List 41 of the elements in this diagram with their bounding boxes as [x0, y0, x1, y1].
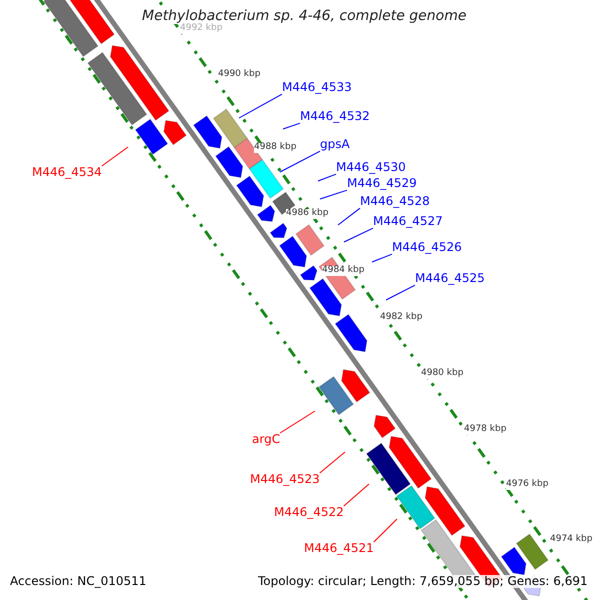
gene-label: M446_4528	[360, 195, 430, 208]
gene-label: argC	[252, 433, 280, 446]
genome-summary-text: Topology: circular; Length: 7,659,055 bp; Genes: 6,691	[258, 575, 588, 588]
tick-label: 4974 kbp	[550, 535, 592, 545]
leader-line	[280, 410, 316, 434]
leader-line	[343, 484, 370, 506]
gene-label: M446_4525	[415, 272, 485, 286]
leader-line	[320, 190, 348, 200]
leader-line	[338, 208, 360, 226]
gene-label: M446_4527	[373, 215, 443, 228]
tick-label: 4984 kbp	[322, 266, 364, 276]
tick-label: 4992 kbp	[180, 24, 222, 34]
leader-line	[280, 150, 320, 172]
leader-line	[318, 174, 336, 182]
tick-label: 4978 kbp	[464, 425, 506, 435]
gene-label: M446_4523	[250, 473, 320, 486]
gene-label: M446_4521	[304, 542, 374, 556]
leader-line	[238, 94, 282, 118]
tick-label: 4988 kbp	[254, 143, 296, 153]
tick-label: 4990 kbp	[218, 70, 260, 80]
tick-label: 4986 kbp	[286, 209, 328, 219]
leader-line	[373, 518, 398, 542]
gene-label: M446_4529	[347, 177, 417, 190]
gene-label: gpsA	[320, 138, 350, 152]
leader-line	[319, 452, 346, 474]
leader-line	[101, 146, 128, 166]
leader-line	[372, 254, 392, 262]
tick-label: 4980 kbp	[421, 369, 464, 379]
leader-line	[282, 122, 300, 130]
tick-label: 4976 kbp	[506, 480, 548, 490]
gene-label: M446_4526	[392, 241, 462, 254]
gene-label: M446_4532	[300, 110, 370, 124]
gene-label: M446_4534	[32, 166, 102, 180]
gene-label: M446_4530	[336, 161, 406, 174]
tick-label: 4982 kbp	[380, 313, 422, 323]
chart-title: Methylobacterium sp. 4-46, complete genome	[142, 9, 466, 24]
leader-line	[386, 284, 416, 300]
accession-text: Accession: NC_010511	[10, 575, 146, 588]
gene-label: M446_4533	[282, 81, 352, 94]
gene-label: M446_4522	[274, 506, 344, 520]
leader-line	[344, 228, 374, 242]
